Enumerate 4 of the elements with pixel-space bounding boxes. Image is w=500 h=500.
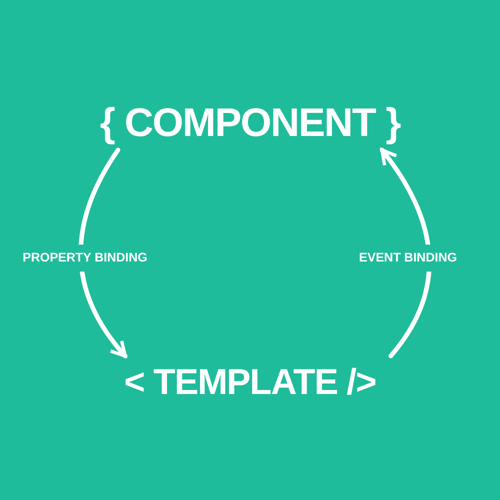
curved-arrow	[380, 148, 432, 358]
node-title: < TEMPLATE />	[124, 364, 376, 400]
node-title: { COMPONENT }	[100, 103, 400, 143]
curved-arrow	[78, 148, 128, 358]
